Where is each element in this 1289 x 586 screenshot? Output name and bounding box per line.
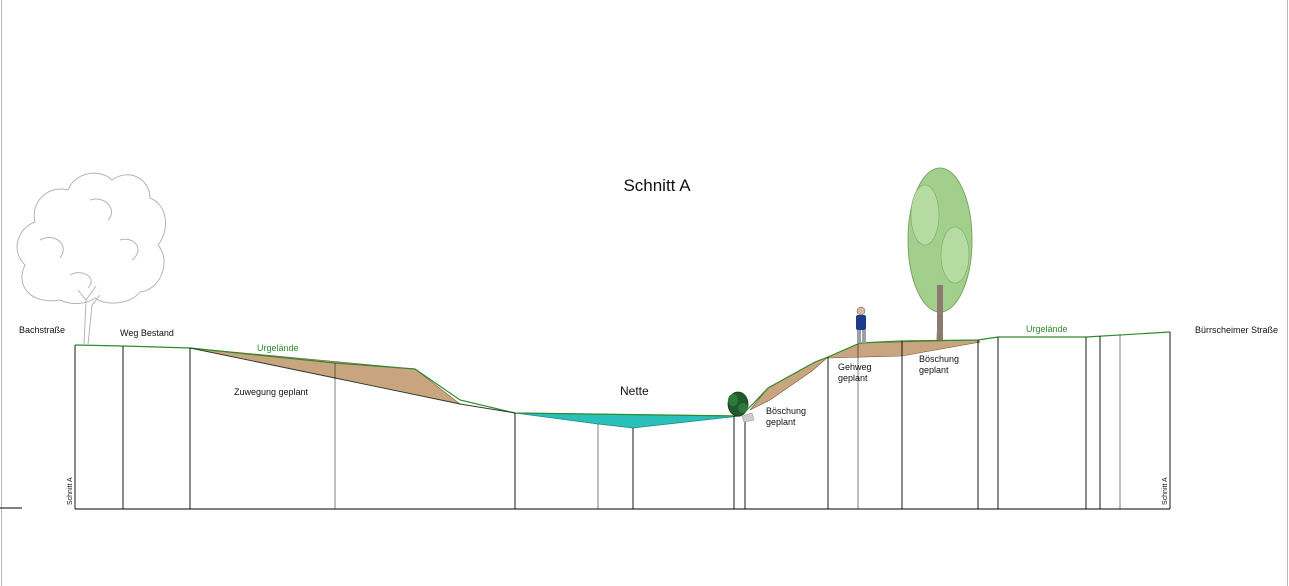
ground-line bbox=[74, 331, 1171, 417]
station-lines bbox=[74, 332, 1171, 509]
label-gehweg-line2: geplant bbox=[838, 373, 868, 383]
label-left-street: Bachstraße bbox=[19, 325, 65, 335]
person-figure bbox=[856, 306, 866, 343]
label-river: Nette bbox=[620, 384, 649, 398]
ramp-lower-edge bbox=[189, 347, 516, 414]
label-boeschung-high-line1: Böschung bbox=[919, 354, 959, 364]
label-boeschung-low-line1: Böschung bbox=[766, 406, 806, 416]
label-urgelaende-right: Urgelände bbox=[1026, 324, 1068, 334]
section-mark-left: Schnitt A bbox=[67, 477, 74, 505]
tree-green-right bbox=[907, 167, 973, 341]
label-boeschung-high-line2: geplant bbox=[919, 365, 949, 375]
section-mark-right: Schnitt A bbox=[1162, 477, 1169, 505]
label-urgelaende-left: Urgelände bbox=[257, 343, 299, 353]
label-gehweg-line1: Gehweg bbox=[838, 362, 872, 372]
label-right-street: Bürrscheimer Straße bbox=[1195, 325, 1278, 335]
label-boeschung-low-line2: geplant bbox=[766, 417, 796, 427]
bush-icon bbox=[727, 391, 755, 423]
label-weg-bestand: Weg Bestand bbox=[120, 328, 174, 338]
embankment-fill-low bbox=[749, 356, 829, 411]
label-zuwegung: Zuwegung geplant bbox=[234, 387, 309, 397]
tree-outline-left bbox=[16, 172, 166, 346]
drawing-title: Schnitt A bbox=[623, 176, 691, 195]
